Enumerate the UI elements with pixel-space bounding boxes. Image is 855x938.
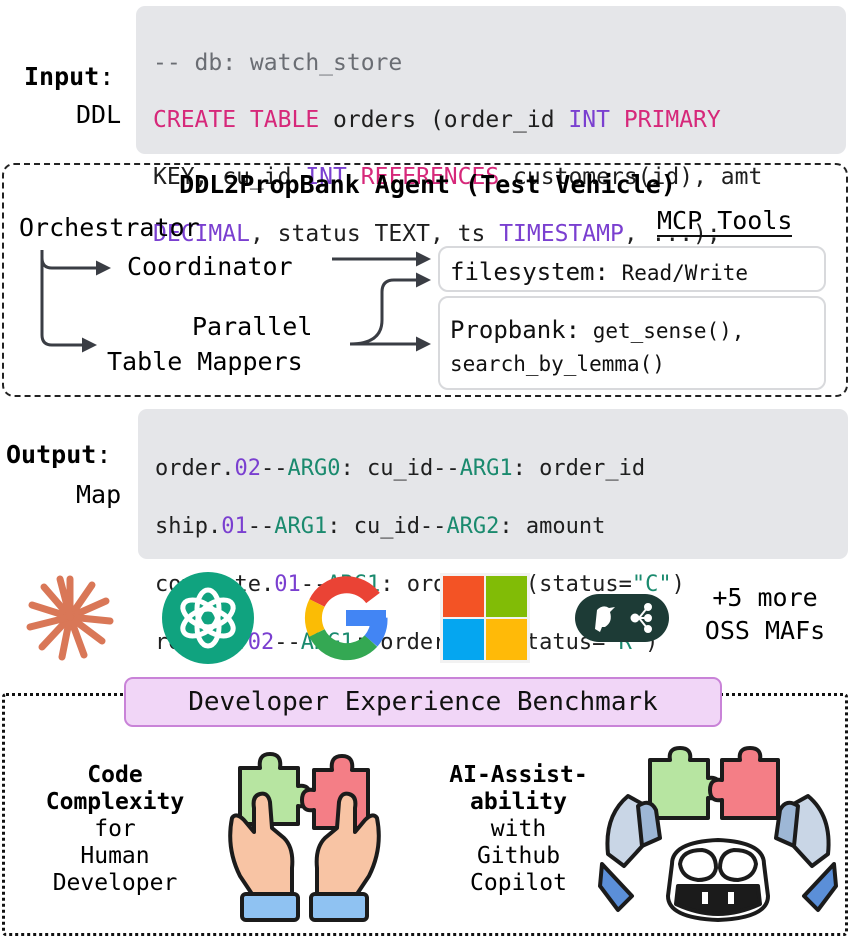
ddl-line-2: CREATE TABLE orders (order_id INT PRIMAR… <box>153 106 721 133</box>
left-line-5: Developer <box>52 870 178 896</box>
more-frameworks-text: +5 more OSS MAFs <box>690 581 840 647</box>
right-line-4: Github <box>476 843 561 869</box>
input-sublabel: DDL <box>76 100 122 129</box>
mappers-to-fs-arrow <box>349 272 431 346</box>
coordinator-label: Coordinator <box>127 252 293 281</box>
table-mappers-label: Table Mappers <box>107 347 303 376</box>
left-line-3: for <box>94 816 136 842</box>
ddl-code-block: -- db: watch_store CREATE TABLE orders (… <box>136 6 846 247</box>
filesystem-tool-box: filesystem: Read/Write <box>438 246 826 292</box>
code-complexity-text: Code Complexity for Human Developer <box>40 762 190 897</box>
anthropic-icon <box>26 575 114 661</box>
ai-assistability-text: AI-Assist- ability with Github Copilot <box>431 762 606 897</box>
propbank-line-2: search_by_lemma() <box>450 352 665 376</box>
mcp-tools-label: MCP Tools <box>657 206 793 237</box>
agent-title: DDL2PropBank Agent (Test Vehicle) <box>179 170 676 199</box>
human-hands-puzzle-icon <box>228 752 381 922</box>
right-line-3: with <box>490 816 547 842</box>
microsoft-icon <box>440 573 530 663</box>
output-label: Output: <box>6 440 112 469</box>
google-icon <box>304 576 388 661</box>
ddl-line-1: -- db: watch_store <box>153 49 403 76</box>
orch-to-coordinator-arrow <box>40 250 111 276</box>
more-line-1: +5 more <box>712 583 818 612</box>
parallel-label: Parallel <box>192 312 313 341</box>
ddl-line-3: KEY, cu_id INT REFERENCES customers(id),… <box>153 163 763 190</box>
map-line: ship.01--ARG1: cu_id--ARG2: amount <box>155 514 606 539</box>
left-line-4: Human <box>80 843 150 869</box>
right-line-5: Copilot <box>470 870 567 896</box>
propbank-line-1: Propbank: get_sense(), <box>450 316 745 344</box>
ddl-line-4: DECIMAL, status TEXT, ts TIMESTAMP, ...)… <box>153 220 721 247</box>
right-bold-1: AI-Assist- <box>449 762 588 788</box>
left-bold-2: Complexity <box>45 789 185 815</box>
output-map-block: order.02--ARG0: cu_id--ARG1: order_id sh… <box>138 409 848 655</box>
input-label: Input: <box>24 62 115 91</box>
robot-hands-copilot-icon <box>598 746 838 922</box>
orchestrator-label: Orchestrator <box>19 213 200 242</box>
more-line-2: OSS MAFs <box>704 616 826 645</box>
right-bold-2: ability <box>470 789 567 815</box>
propbank-tool-box: Propbank: get_sense(), search_by_lemma() <box>438 296 826 390</box>
benchmark-title: Developer Experience Benchmark <box>124 677 722 727</box>
left-bold-1: Code <box>87 762 143 788</box>
agent-container <box>2 163 848 397</box>
map-line: order.02--ARG0: cu_id--ARG1: order_id <box>155 456 646 481</box>
agno-icon <box>575 594 669 642</box>
openai-icon <box>162 572 254 664</box>
orch-to-mappers-arrow <box>40 258 97 353</box>
output-sublabel: Map <box>76 480 122 509</box>
